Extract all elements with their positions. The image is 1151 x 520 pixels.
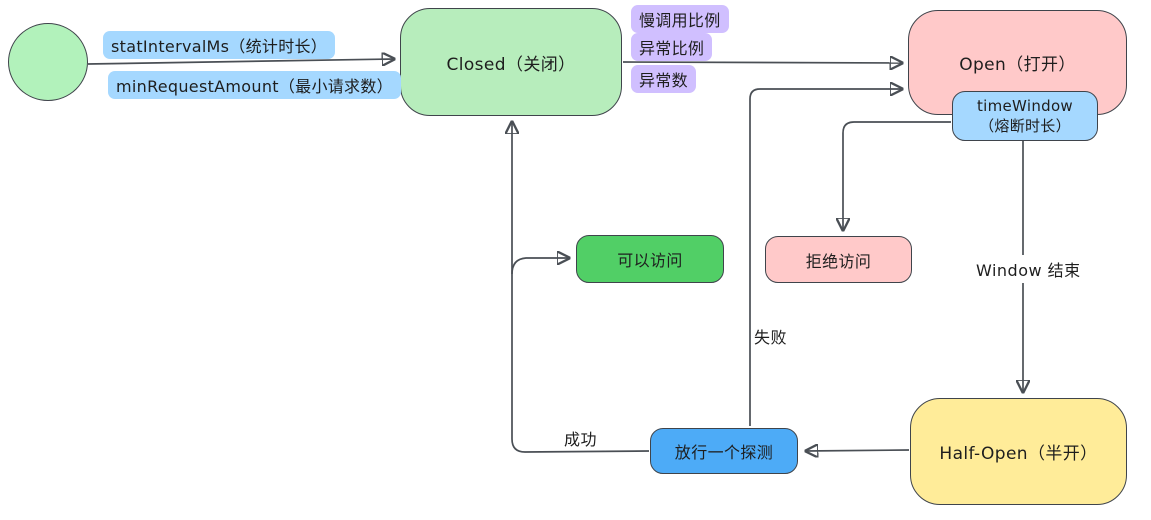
state-closed: Closed（关闭） bbox=[400, 8, 622, 116]
edge-start-to-closed bbox=[87, 59, 394, 64]
label-min-request: minRequestAmount（最小请求数） bbox=[108, 71, 401, 99]
allow-access-box: 可以访问 bbox=[576, 235, 724, 283]
deny-access-label: 拒绝访问 bbox=[805, 251, 872, 271]
allow-access-label: 可以访问 bbox=[617, 251, 683, 270]
start-state-circle bbox=[8, 23, 88, 101]
label-fail: 失败 bbox=[754, 328, 788, 347]
label-error-ratio: 异常比例 bbox=[631, 33, 713, 61]
time-window-line1: timeWindow bbox=[976, 96, 1074, 115]
probe-box: 放行一个探测 bbox=[650, 428, 798, 474]
label-slow-call-ratio: 慢调用比例 bbox=[631, 5, 729, 33]
state-closed-label: Closed（关闭） bbox=[446, 54, 576, 75]
edge-halfopen-to-probe bbox=[806, 450, 910, 451]
probe-label: 放行一个探测 bbox=[674, 443, 774, 462]
label-stat-interval: statIntervalMs（统计时长） bbox=[103, 31, 336, 59]
time-window-line2: （熔断时长） bbox=[979, 117, 1071, 135]
deny-access-box: 拒绝访问 bbox=[765, 236, 912, 283]
state-half-open-label: Half-Open（半开） bbox=[939, 444, 1098, 464]
edge-closed-to-open bbox=[622, 62, 902, 63]
time-window-label-box: timeWindow （熔断时长） bbox=[952, 91, 1098, 141]
edge-probe-fail-to-open bbox=[749, 89, 902, 426]
state-open-label: Open（打开） bbox=[959, 55, 1076, 75]
label-success: 成功 bbox=[564, 430, 598, 449]
edge-open-to-deny-access bbox=[843, 121, 951, 230]
edge-probe-success-to-closed bbox=[512, 122, 650, 453]
label-window-end: Window 结束 bbox=[970, 255, 1087, 283]
label-error-count: 异常数 bbox=[631, 65, 696, 93]
edge-success-to-allow-access bbox=[511, 258, 569, 275]
state-half-open: Half-Open（半开） bbox=[910, 398, 1127, 505]
